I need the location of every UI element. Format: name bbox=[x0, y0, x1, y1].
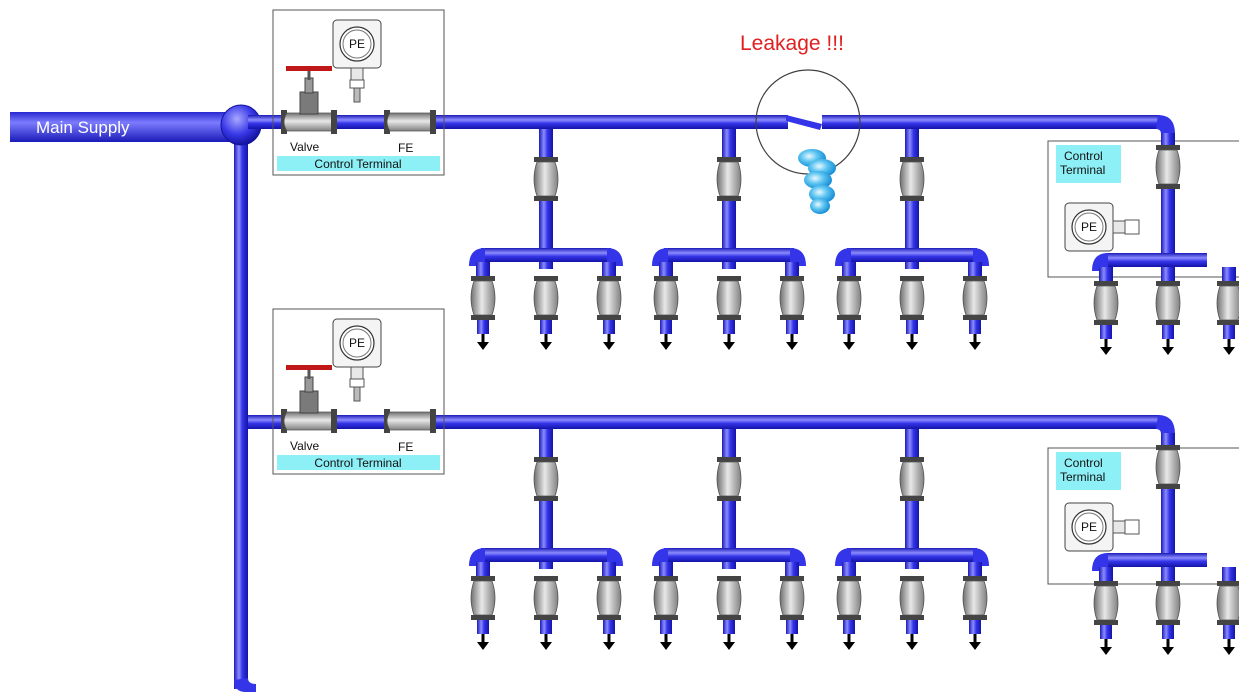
control-terminal-top-label: Control Terminal bbox=[314, 157, 401, 171]
control-terminal-right-top bbox=[1047, 140, 1239, 278]
pe-transmitter-right-0-icon: PE bbox=[1064, 202, 1140, 252]
leak-alert-label: Leakage !!! bbox=[740, 32, 844, 55]
right-terminal-bottom-line1: Control bbox=[1064, 456, 1103, 470]
branch-manifold-right-1: PE bbox=[1064, 433, 1239, 655]
svg-text:PE: PE bbox=[349, 37, 365, 51]
valve-bottom-label: Valve bbox=[290, 439, 319, 453]
branch-manifold-4 bbox=[652, 429, 806, 650]
branch-manifold-1 bbox=[652, 129, 806, 350]
flow-element-top-icon bbox=[384, 110, 436, 134]
right-terminal-top-line1: Control bbox=[1064, 149, 1103, 163]
pe-transmitter-right-1-icon: PE bbox=[1064, 502, 1140, 552]
gate-valve-bottom-icon bbox=[281, 365, 337, 433]
pe-transmitter-top-icon: PE bbox=[332, 19, 382, 103]
flow-element-bottom-icon bbox=[384, 409, 436, 433]
valve-top-label: Valve bbox=[290, 140, 319, 154]
branch-manifold-2 bbox=[835, 129, 989, 350]
header-pipe-top bbox=[248, 115, 1175, 134]
water-droplets-icon bbox=[798, 149, 836, 214]
svg-text:PE: PE bbox=[349, 336, 365, 350]
fe-bottom-label: FE bbox=[398, 440, 413, 454]
svg-text:PE: PE bbox=[1081, 520, 1097, 534]
fe-top-label: FE bbox=[398, 141, 413, 155]
control-terminal-bottom-label: Control Terminal bbox=[314, 456, 401, 470]
branch-manifold-5 bbox=[835, 429, 989, 650]
main-supply-pipe bbox=[10, 104, 262, 692]
pe-transmitter-bottom-icon: PE bbox=[332, 318, 382, 402]
leak-break-pipe bbox=[786, 115, 822, 130]
main-supply-label: Main Supply bbox=[36, 118, 130, 137]
gate-valve-top-icon bbox=[281, 66, 337, 134]
control-terminal-top bbox=[272, 9, 445, 176]
branch-manifold-0 bbox=[469, 129, 623, 350]
right-terminal-top-line2: Terminal bbox=[1060, 163, 1105, 177]
branch-manifold-3 bbox=[469, 429, 623, 650]
branch-manifold-right-0: PE bbox=[1064, 133, 1239, 355]
svg-text:PE: PE bbox=[1081, 220, 1097, 234]
header-pipe-bottom bbox=[248, 415, 1175, 434]
control-terminal-right-bottom bbox=[1047, 447, 1239, 585]
control-terminal-bottom bbox=[272, 308, 445, 475]
right-terminal-bottom-line2: Terminal bbox=[1060, 470, 1105, 484]
equipment-layer: PE PE PE PE bbox=[281, 19, 1239, 655]
